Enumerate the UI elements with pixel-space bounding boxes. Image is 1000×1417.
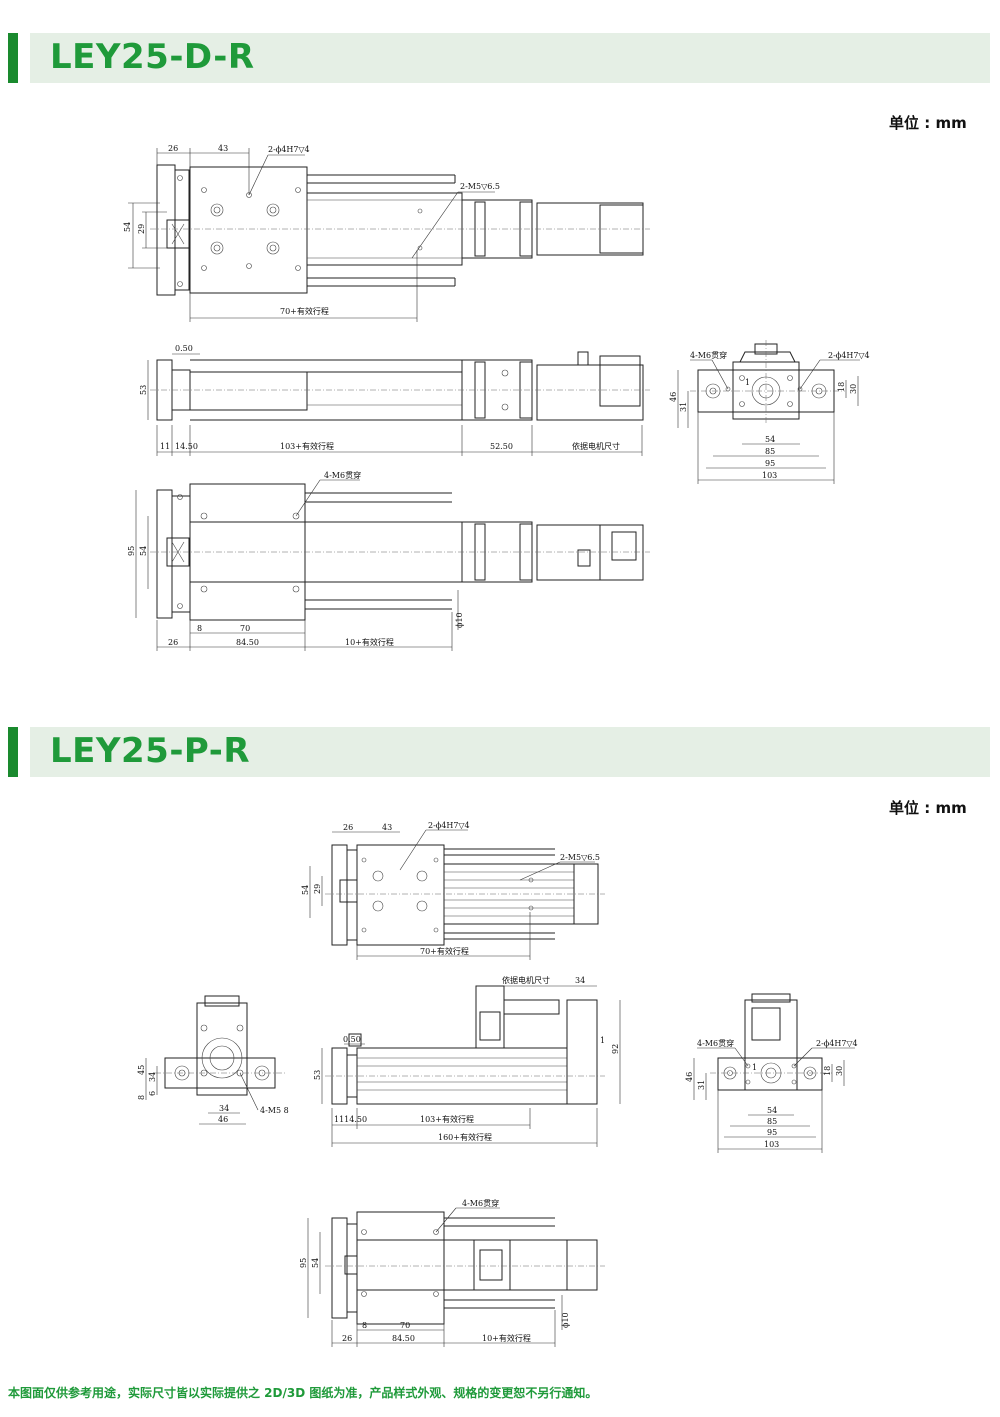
dim-92: 92 bbox=[611, 1044, 620, 1054]
dim-8: 8 bbox=[362, 1321, 367, 1330]
dim-motor: 依据电机尺寸 bbox=[502, 975, 550, 985]
dim-84-50: 84.50 bbox=[236, 638, 259, 647]
dim-95: 95 bbox=[765, 459, 775, 468]
dim-53: 53 bbox=[139, 385, 148, 395]
dim-stroke2: 160+有效行程 bbox=[438, 1132, 492, 1142]
dim-95: 95 bbox=[767, 1128, 777, 1137]
dim-29: 29 bbox=[313, 884, 322, 894]
dim-103: 103 bbox=[762, 471, 777, 480]
dim-95: 95 bbox=[127, 546, 136, 556]
dim-103: 103 bbox=[764, 1140, 779, 1149]
header-band bbox=[30, 33, 990, 83]
dim-85: 85 bbox=[765, 447, 775, 456]
p-end-view: 4-M6贯穿 2-ϕ4H7▽4 1 46 31 18 30 54 85 95 1… bbox=[685, 993, 858, 1153]
dim-11: 11 bbox=[160, 442, 170, 451]
dim-43: 43 bbox=[218, 144, 228, 153]
dim-hole: 2-ϕ4H7▽4 bbox=[828, 351, 870, 360]
dim-54: 54 bbox=[765, 435, 775, 444]
dim-1114-50: 1114.50 bbox=[334, 1115, 367, 1124]
dim-46: 46 bbox=[669, 392, 678, 402]
dim-29: 29 bbox=[137, 224, 146, 234]
dim-54: 54 bbox=[123, 222, 132, 232]
dim-34: 34 bbox=[575, 976, 585, 985]
dim-8: 8 bbox=[197, 624, 202, 633]
dim-30: 30 bbox=[849, 384, 858, 394]
dim-stroke: 103+有效行程 bbox=[420, 1114, 474, 1124]
dim-31: 31 bbox=[679, 402, 688, 412]
d-end-view: 4-M6贯穿 2-ϕ4H7▽4 1 46 31 18 30 54 85 95 1… bbox=[669, 340, 870, 484]
dim-stroke: 103+有效行程 bbox=[280, 441, 334, 451]
dim-m6: 4-M6贯穿 bbox=[462, 1198, 499, 1208]
dim-stroke: 70+有效行程 bbox=[420, 946, 469, 956]
dim-stroke: 10+有效行程 bbox=[482, 1333, 531, 1343]
p-side-view: 依据电机尺寸 34 0.50 53 1 92 1114.50 103+有效行程 … bbox=[313, 975, 621, 1147]
dim-46: 46 bbox=[685, 1072, 694, 1082]
dim-52-50: 52.50 bbox=[490, 442, 513, 451]
dim-54: 54 bbox=[767, 1106, 777, 1115]
dim-m6: 4-M6贯穿 bbox=[697, 1038, 734, 1048]
dim-1: 1 bbox=[600, 1036, 605, 1045]
dim-53: 53 bbox=[313, 1070, 322, 1080]
dim-31: 31 bbox=[697, 1080, 706, 1090]
dim-phi10: ϕ10 bbox=[561, 1312, 570, 1328]
disclaimer-footer: 本图面仅供参考用途，实际尺寸皆以实际提供之 2D/3D 图纸为准，产品样式外观、… bbox=[8, 1386, 598, 1400]
dim-m5: 4-M5 8 bbox=[260, 1106, 289, 1115]
dim-14-50: 14.50 bbox=[175, 442, 198, 451]
dim-m6: 4-M6贯穿 bbox=[690, 350, 727, 360]
dim-84-50: 84.50 bbox=[392, 1334, 415, 1343]
header-band bbox=[30, 727, 990, 777]
dim-phi10: ϕ10 bbox=[455, 612, 464, 628]
dim-26: 26 bbox=[342, 1334, 352, 1343]
dim-0-50: 0.50 bbox=[175, 344, 193, 353]
d-side-view: 0.50 53 11 14.50 103+有效行程 52.50 依据电机尺寸 bbox=[139, 344, 650, 456]
dim-34: 34 bbox=[148, 1072, 157, 1082]
dim-stroke: 70+有效行程 bbox=[280, 306, 329, 316]
dim-26: 26 bbox=[168, 638, 178, 647]
p-left-view: 45 34 6 8 34 46 4-M5 8 bbox=[137, 995, 289, 1125]
section-header-p: LEY25-P-R bbox=[8, 727, 990, 777]
dim-m6: 4-M6贯穿 bbox=[324, 470, 361, 480]
dim-46w: 46 bbox=[218, 1115, 228, 1124]
dim-hole: 2-ϕ4H7▽4 bbox=[268, 145, 310, 154]
dim-54: 54 bbox=[301, 885, 310, 895]
dim-stroke: 10+有效行程 bbox=[345, 637, 394, 647]
header-accent-bar bbox=[8, 33, 18, 83]
dim-30: 30 bbox=[835, 1066, 844, 1076]
dim-26: 26 bbox=[343, 823, 353, 832]
dim-18: 18 bbox=[823, 1066, 832, 1076]
dim-8: 8 bbox=[137, 1095, 146, 1100]
p-bottom-view: 4-M6贯穿 95 54 8 70 ϕ10 26 84.50 10+有效行程 bbox=[299, 1198, 605, 1347]
dim-0-50: 0.50 bbox=[343, 1035, 361, 1044]
unit-label: 单位 : mm bbox=[889, 799, 967, 817]
dim-34w: 34 bbox=[219, 1104, 229, 1113]
unit-label: 单位 : mm bbox=[889, 114, 967, 132]
dim-43: 43 bbox=[382, 823, 392, 832]
p-top-view: 26 43 2-ϕ4H7▽4 2-M5▽6.5 54 29 70+有效行程 bbox=[301, 821, 605, 960]
dim-95: 95 bbox=[299, 1258, 308, 1268]
section-title: LEY25-D-R bbox=[50, 37, 255, 77]
dim-54: 54 bbox=[311, 1258, 320, 1268]
dim-m5: 2-M5▽6.5 bbox=[460, 182, 500, 191]
dim-hole: 2-ϕ4H7▽4 bbox=[816, 1039, 858, 1048]
header-accent-bar bbox=[8, 727, 18, 777]
dim-26: 26 bbox=[168, 144, 178, 153]
d-top-view: 26 43 2-ϕ4H7▽4 2-M5▽6.5 54 29 70+有效行程 bbox=[123, 144, 650, 322]
dim-70: 70 bbox=[240, 624, 250, 633]
dim-m5: 2-M5▽6.5 bbox=[560, 853, 600, 862]
d-bottom-view: 4-M6贯穿 95 54 8 70 ϕ10 26 84.50 10+有效行程 bbox=[127, 470, 650, 651]
dim-70: 70 bbox=[400, 1321, 410, 1330]
dim-hole: 2-ϕ4H7▽4 bbox=[428, 821, 470, 830]
dim-45: 45 bbox=[137, 1065, 146, 1075]
dim-6: 6 bbox=[148, 1091, 157, 1096]
section-header-d: LEY25-D-R bbox=[8, 33, 990, 83]
dim-1: 1 bbox=[745, 378, 750, 387]
dim-1: 1 bbox=[752, 1063, 757, 1072]
dim-motor: 依据电机尺寸 bbox=[572, 441, 620, 451]
dim-54: 54 bbox=[139, 546, 148, 556]
dim-85: 85 bbox=[767, 1117, 777, 1126]
dim-18: 18 bbox=[837, 382, 846, 392]
section-title: LEY25-P-R bbox=[50, 731, 251, 771]
